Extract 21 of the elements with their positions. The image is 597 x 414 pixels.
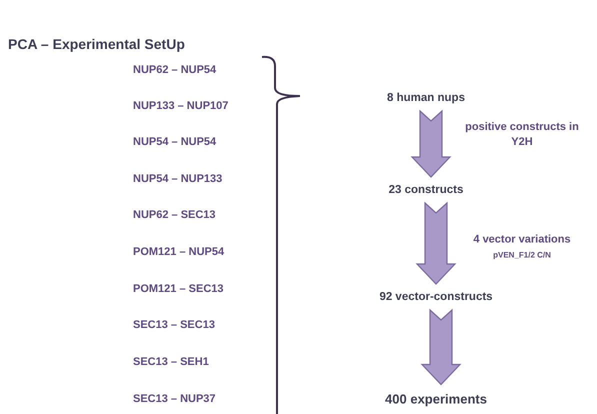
stage-text: 8 human nups <box>387 92 465 104</box>
pair-label: SEC13 – SEC13 <box>133 319 215 331</box>
pair-label: NUP62 – NUP54 <box>133 64 216 76</box>
title: PCA – Experimental SetUp <box>8 36 185 52</box>
block-arrow <box>410 110 452 178</box>
edge-label: positive constructs in Y2H <box>464 120 580 150</box>
stage-text: 400 experiments <box>385 392 487 406</box>
pair-label: NUP62 – SEC13 <box>133 209 216 221</box>
block-arrow <box>416 202 456 285</box>
pair-label: NUP54 – NUP54 <box>133 136 216 148</box>
stage-text: 92 vector-constructs <box>379 291 493 303</box>
pair-label: NUP54 – NUP133 <box>133 173 222 185</box>
block-arrow <box>420 308 462 386</box>
pair-label: SEC13 – NUP37 <box>133 393 216 405</box>
pair-label: POM121 – SEC13 <box>133 283 224 295</box>
pair-label: POM121 – NUP54 <box>133 246 224 258</box>
pair-label: SEC13 – SEH1 <box>133 356 209 368</box>
edge-label: 4 vector variations <box>472 232 572 248</box>
pair-label: NUP133 – NUP107 <box>133 100 228 112</box>
stage-text: 23 constructs <box>388 184 464 196</box>
note-text: pVEN_F1/2 C/N <box>493 250 551 260</box>
